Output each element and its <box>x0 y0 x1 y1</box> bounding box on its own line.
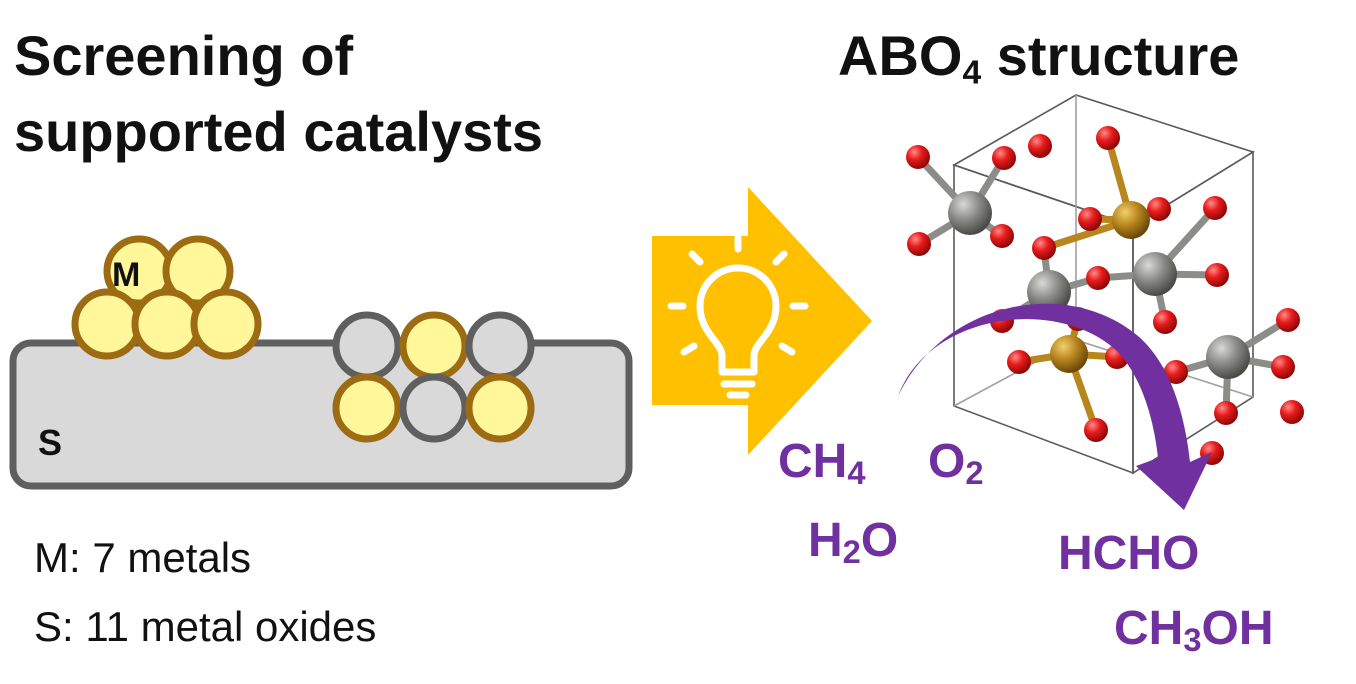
reactant-o2: O2 <box>928 438 984 490</box>
left-title-line-2: supported catalysts <box>14 100 544 163</box>
support-label: S <box>38 422 63 463</box>
ch3oh-sub: 3 <box>1183 621 1202 659</box>
ch4-base: CH <box>778 435 848 488</box>
unit-cell-box <box>952 94 1255 475</box>
h2o-pre: H <box>808 514 843 567</box>
ch3oh-pre: CH <box>1114 602 1184 655</box>
oxygen-atoms <box>906 126 1304 465</box>
product-ch3oh: CH3OH <box>1114 605 1273 657</box>
right-title: ABO4 structure <box>838 28 1239 90</box>
lightbulb-icon <box>667 233 809 399</box>
o2-base: O <box>928 435 966 488</box>
screening-arrow <box>652 187 872 455</box>
ch4-sub: 4 <box>847 454 866 492</box>
metal-particle-cluster <box>71 235 262 360</box>
metal-label: M <box>112 256 141 294</box>
h2o-post: O <box>860 514 899 567</box>
note-metals: M: 7 metals <box>34 534 252 581</box>
note-supports: S: 11 metal oxides <box>34 603 377 650</box>
ch3oh-post: OH <box>1201 602 1274 655</box>
right-title-subscript: 4 <box>962 54 982 92</box>
b-site-atoms <box>948 191 1250 379</box>
right-title-suffix: structure <box>981 24 1240 87</box>
embedded-particle-cluster <box>332 311 535 443</box>
support-slab <box>9 339 633 490</box>
o2-sub: 2 <box>965 454 984 492</box>
reactant-ch4: CH4 <box>778 438 865 490</box>
curved-arrow-icon <box>898 303 1212 510</box>
reactant-h2o: H2O <box>808 517 898 569</box>
product-hcho: HCHO <box>1058 527 1200 580</box>
a-site-atoms <box>1050 201 1150 373</box>
left-title-line-1: Screening of <box>14 24 354 87</box>
h2o-sub: 2 <box>842 533 861 571</box>
right-title-prefix: ABO <box>838 24 963 87</box>
